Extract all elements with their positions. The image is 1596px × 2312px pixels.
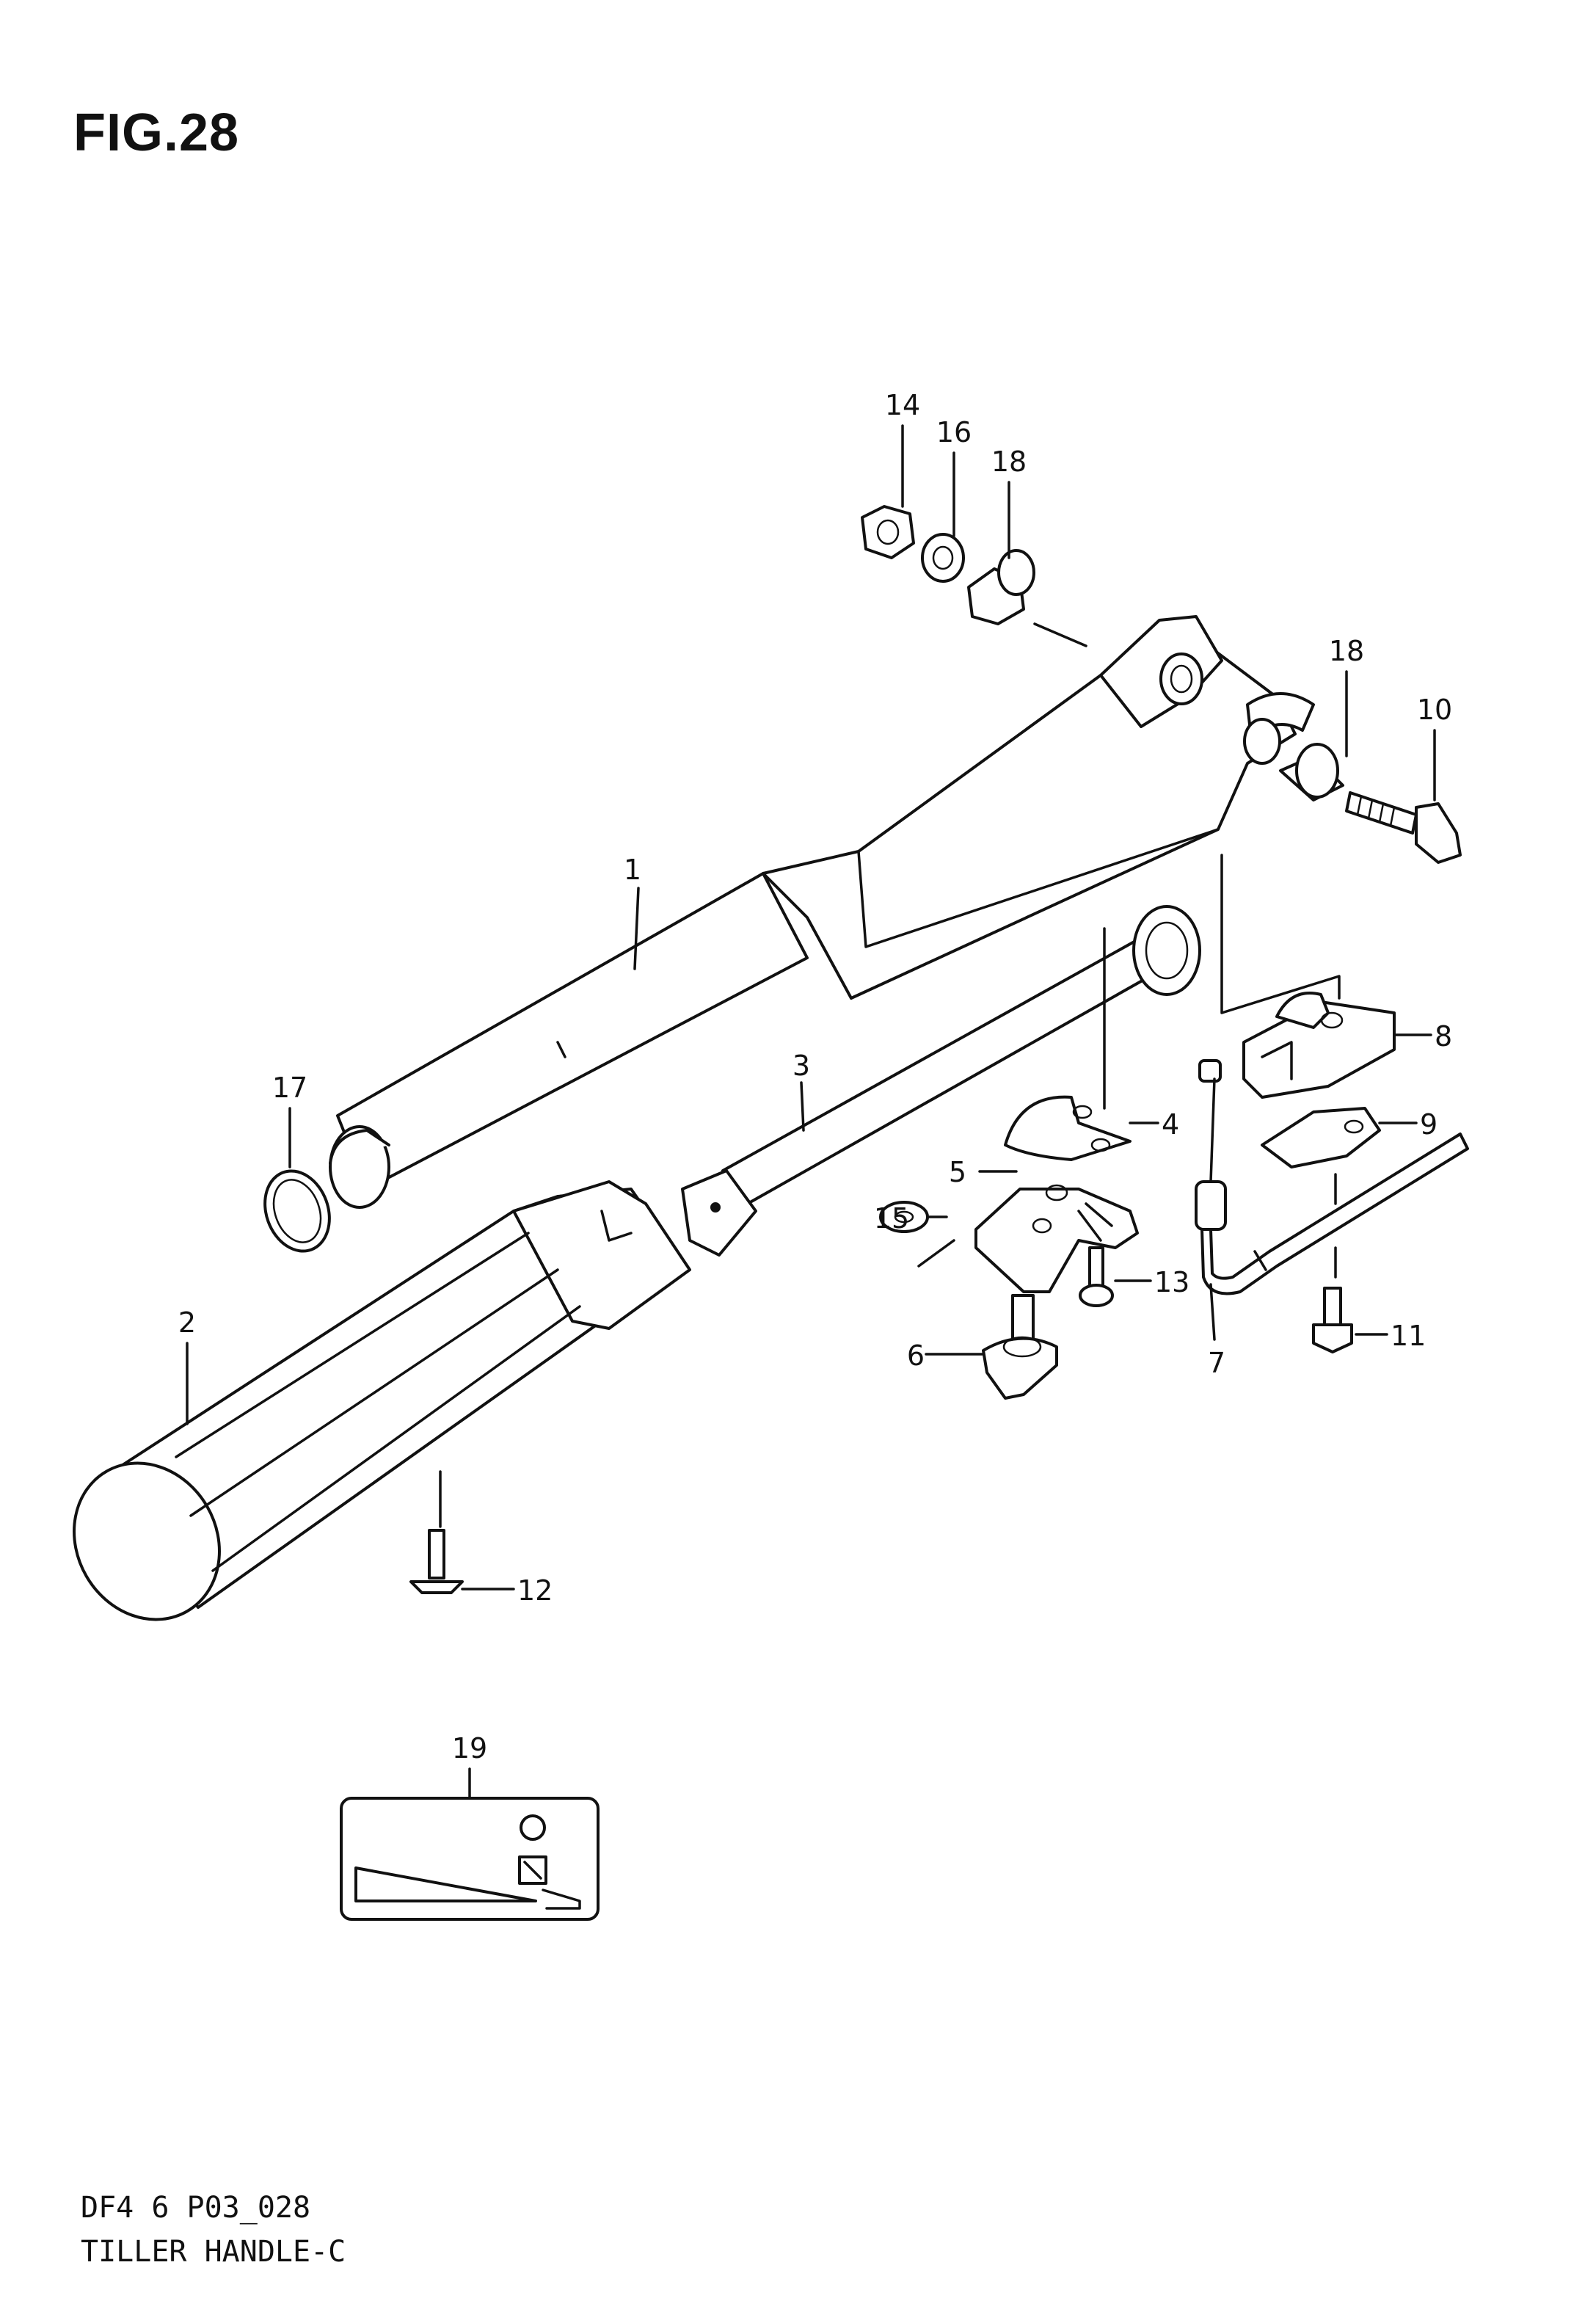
- callout-4: 4: [1162, 1108, 1179, 1141]
- callout-14: 14: [885, 389, 920, 421]
- pivot-nut: [861, 505, 915, 559]
- callout-15: 15: [874, 1202, 909, 1235]
- leader-lines: [186, 424, 1436, 1800]
- bracket-screw: [1079, 1246, 1114, 1307]
- callout-7: 7: [1208, 1347, 1225, 1379]
- callout-17: 17: [272, 1072, 307, 1104]
- stopper-bolt: [982, 1294, 1058, 1400]
- callout-9: 9: [1420, 1108, 1438, 1141]
- callout-2: 2: [178, 1306, 196, 1339]
- grip-screw: [409, 1529, 464, 1594]
- diagram-code: DF4 6 P03_028: [81, 2191, 311, 2225]
- throttle-shaft: [681, 905, 1201, 1257]
- caution-label: [340, 1797, 600, 1921]
- callout-5: 5: [949, 1156, 966, 1188]
- callout-18-collar-left: 18: [991, 446, 1027, 478]
- cable-clip: [1261, 1107, 1381, 1168]
- callout-10: 10: [1417, 694, 1452, 726]
- cable-plate: [1004, 1095, 1132, 1161]
- callout-6: 6: [907, 1339, 925, 1372]
- tiller-handle-arm: [329, 615, 1315, 1209]
- o-ring: [263, 1169, 331, 1253]
- throttle-cable: [1195, 1059, 1469, 1295]
- callout-12: 12: [517, 1574, 553, 1607]
- callout-1: 1: [624, 854, 641, 886]
- figure-title: FIG.28: [73, 103, 240, 162]
- cable-bracket: [974, 1184, 1139, 1293]
- pivot-collar-left: [967, 549, 1035, 625]
- callout-18-collar-right: 18: [1329, 635, 1364, 667]
- pivot-bolt: [1345, 791, 1462, 864]
- throttle-grip: [73, 1180, 691, 1621]
- clip-bolt: [1312, 1287, 1353, 1353]
- callout-11: 11: [1391, 1320, 1426, 1352]
- callout-19: 19: [452, 1732, 487, 1764]
- callout-8: 8: [1435, 1020, 1452, 1053]
- callout-13: 13: [1154, 1266, 1189, 1298]
- callout-16: 16: [936, 416, 972, 448]
- pivot-collar-right: [1279, 743, 1344, 801]
- callout-3: 3: [792, 1050, 810, 1082]
- stop-switch-block: [1242, 992, 1396, 1099]
- diagram-name: TILLER HANDLE-C: [81, 2235, 346, 2269]
- pivot-washer: [921, 533, 965, 583]
